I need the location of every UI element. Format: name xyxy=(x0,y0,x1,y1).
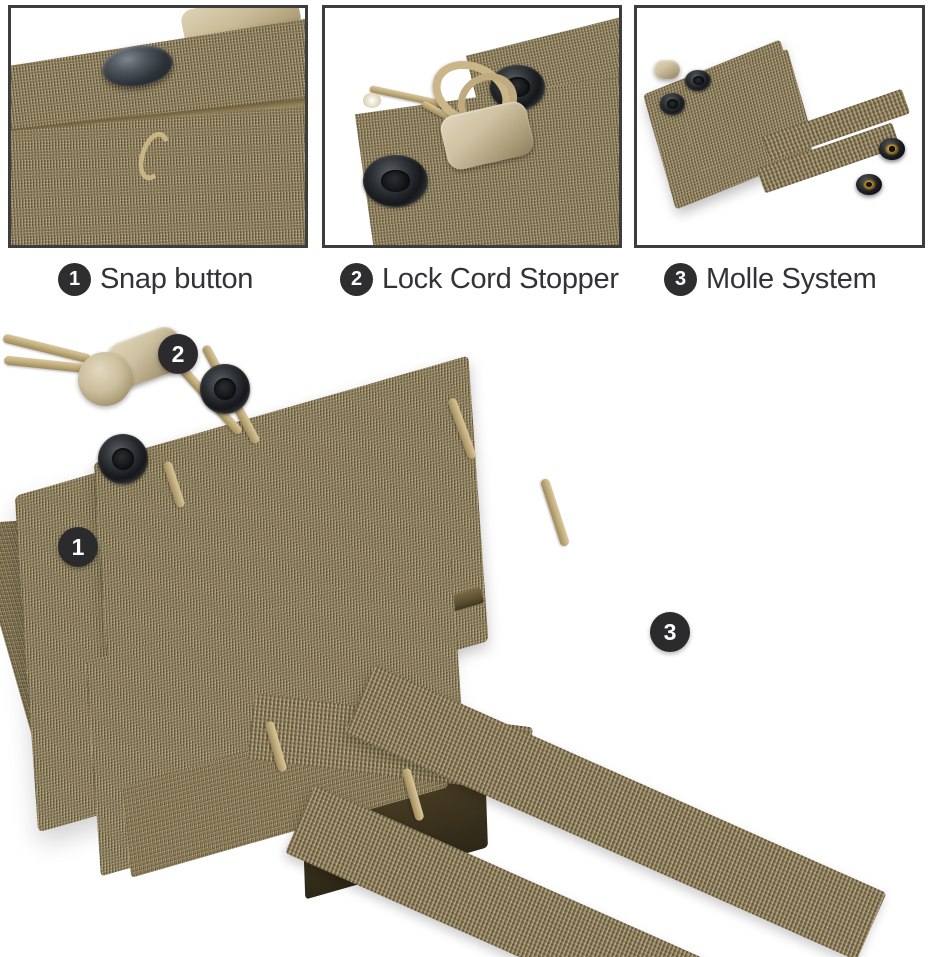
grommet-icon xyxy=(200,364,250,414)
feature-caption-snap-button: 1 Snap button xyxy=(58,256,253,302)
feature-panel-lock-cord-stopper xyxy=(322,5,622,248)
feature-caption-row: 1 Snap button 2 Lock Cord Stopper 3 Moll… xyxy=(0,256,933,308)
hero-callout-badge-2: 2 xyxy=(158,334,198,374)
snap-button-icon xyxy=(879,138,905,160)
elastic-cord-loop xyxy=(539,477,571,548)
feature-caption-lock-cord-stopper: 2 Lock Cord Stopper xyxy=(340,256,619,302)
grommet-icon xyxy=(363,154,428,208)
feature-number-badge: 3 xyxy=(664,262,697,296)
grommet-icon xyxy=(98,434,148,484)
cord-lock-stopper-icon xyxy=(654,60,680,80)
feature-panel-molle-system xyxy=(634,5,925,248)
lock-cord-stopper-photo xyxy=(325,8,619,245)
feature-number-badge: 2 xyxy=(340,262,373,296)
feature-caption-label: Lock Cord Stopper xyxy=(382,262,619,295)
feature-caption-label: Snap button xyxy=(100,262,254,295)
cord-lock-barrel xyxy=(78,352,132,406)
feature-panel-snap-button xyxy=(8,5,308,248)
cord-tip xyxy=(363,93,381,108)
hero-product-photo: 1 2 3 xyxy=(0,312,933,957)
feature-number-badge: 1 xyxy=(58,262,91,296)
snap-button-icon xyxy=(856,173,883,196)
hero-callout-badge-1: 1 xyxy=(58,527,98,567)
grommet-icon xyxy=(685,69,712,91)
grommet-icon xyxy=(659,93,686,115)
feature-caption-label: Molle System xyxy=(706,262,877,295)
feature-caption-molle-system: 3 Molle System xyxy=(664,256,877,302)
hero-callout-badge-3: 3 xyxy=(650,612,690,652)
feature-panel-row xyxy=(0,0,933,252)
molle-system-photo xyxy=(637,8,922,245)
snap-button-photo xyxy=(11,8,305,245)
